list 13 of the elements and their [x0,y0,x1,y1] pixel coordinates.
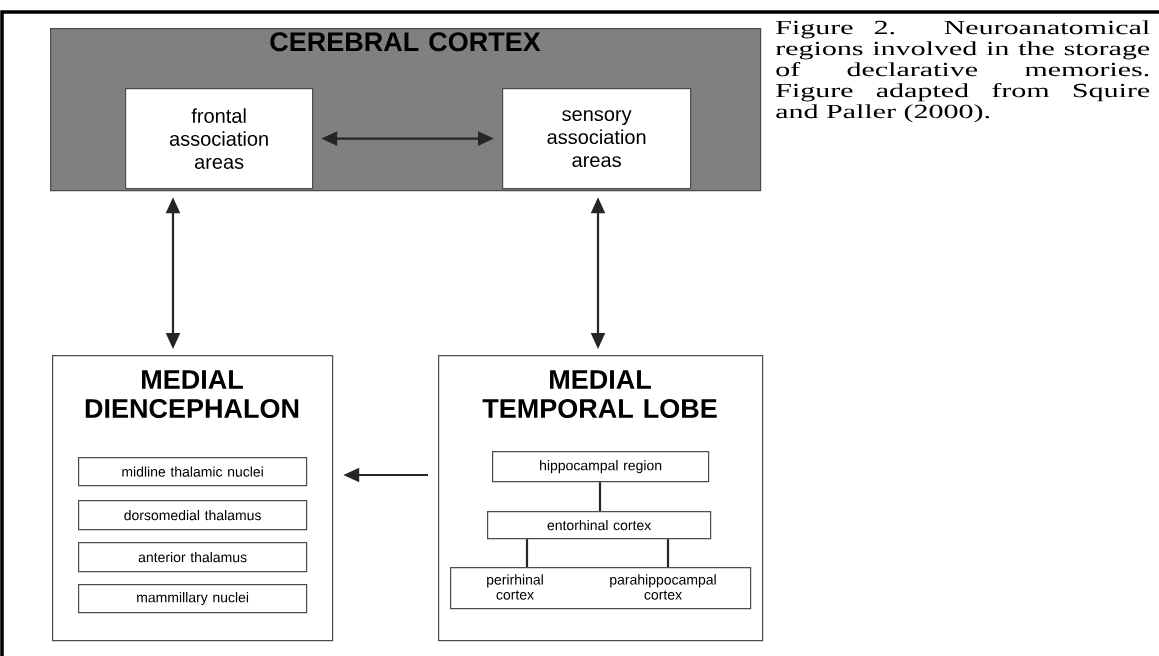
area-box: sensory association areas [502,88,692,190]
structure-box: dorsomedial thalamus [78,500,308,531]
connector-line [525,539,529,567]
connector-line [598,482,602,511]
structure-box: mammillary nuclei [78,584,308,614]
structure-box: hippocampal region [492,451,710,483]
structure-box: perirhinal cortex parahippocampal cortex [450,567,752,610]
structure-box: anterior thalamus [78,542,308,573]
caption: Figure 2. Neuroanatomical regions involved in the storage of declarative memories. Figure adapted from Squire and Paller (2000). [775,20,1150,123]
area-box: frontal association areas [125,88,314,190]
connector-line [666,539,670,567]
structure-box: entorhinal cortex [487,511,712,540]
structure-box: midline thalamic nuclei [78,457,308,487]
